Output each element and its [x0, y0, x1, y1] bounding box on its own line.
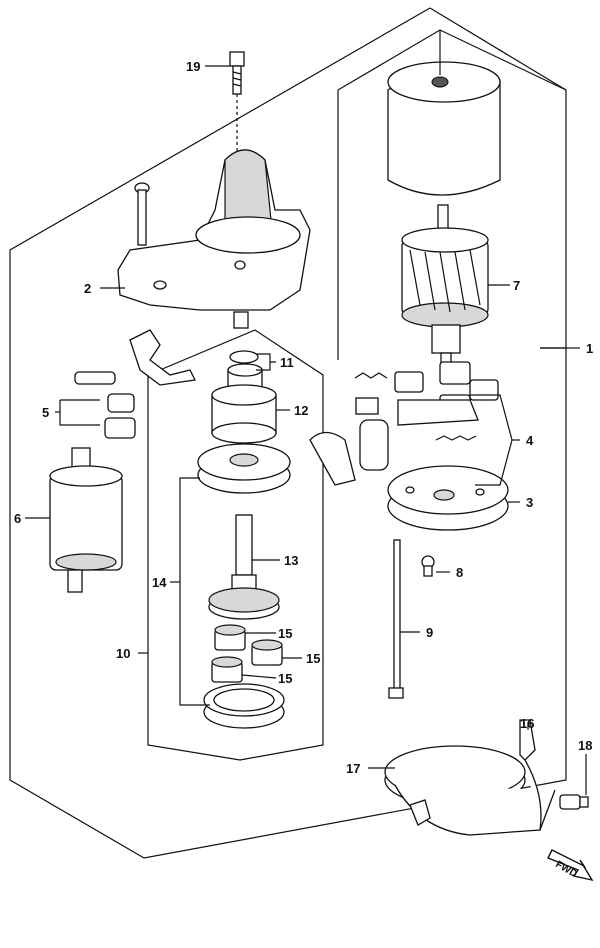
bolt-19 — [229, 51, 245, 95]
yoke — [387, 61, 501, 196]
callout-11: 11 — [280, 355, 294, 370]
callout-17: 17 — [346, 761, 360, 776]
callout-7: 7 — [513, 278, 520, 293]
through-bolt-9 — [388, 539, 404, 699]
clamp-16 — [519, 719, 542, 831]
solenoid-6 — [49, 447, 123, 593]
bolt-18 — [559, 794, 589, 810]
callout-8: 8 — [456, 565, 463, 580]
leader-lines — [25, 65, 587, 795]
shaft-13 — [208, 514, 280, 620]
callout-18: 18 — [578, 738, 592, 753]
brush-holder-4 — [309, 361, 499, 486]
planetary-gears-15 — [211, 624, 283, 683]
fwd-direction-marker: FWD — [547, 849, 594, 882]
callout-15-a: 15 — [278, 626, 292, 641]
callout-16: 16 — [520, 716, 534, 731]
armature-7 — [401, 204, 489, 374]
callout-9: 9 — [426, 625, 433, 640]
callout-1: 1 — [586, 341, 593, 356]
pinion-12 — [211, 363, 277, 444]
callout-5: 5 — [42, 405, 49, 420]
callout-14: 14 — [152, 575, 167, 590]
callout-6: 6 — [14, 511, 21, 526]
end-cover-3 — [387, 465, 509, 531]
callout-12: 12 — [294, 403, 308, 418]
housing-bolt — [134, 182, 150, 246]
screw-8 — [421, 555, 435, 577]
callout-15-c: 15 — [278, 671, 292, 686]
callout-10: 10 — [116, 646, 130, 661]
clutch-plate — [197, 443, 291, 494]
callout-13: 13 — [284, 553, 298, 568]
callout-15-b: 15 — [306, 651, 320, 666]
bushing — [233, 311, 249, 329]
callout-4: 4 — [526, 433, 534, 448]
lever-5 — [74, 329, 196, 439]
bracket-17 — [384, 745, 556, 836]
callout-19: 19 — [186, 59, 200, 74]
ring-gear — [203, 683, 285, 729]
drive-housing-2 — [117, 149, 311, 311]
snap-ring-11 — [229, 350, 259, 364]
callout-3: 3 — [526, 495, 533, 510]
group-10-boundary — [147, 329, 324, 761]
callout-2: 2 — [84, 281, 91, 296]
